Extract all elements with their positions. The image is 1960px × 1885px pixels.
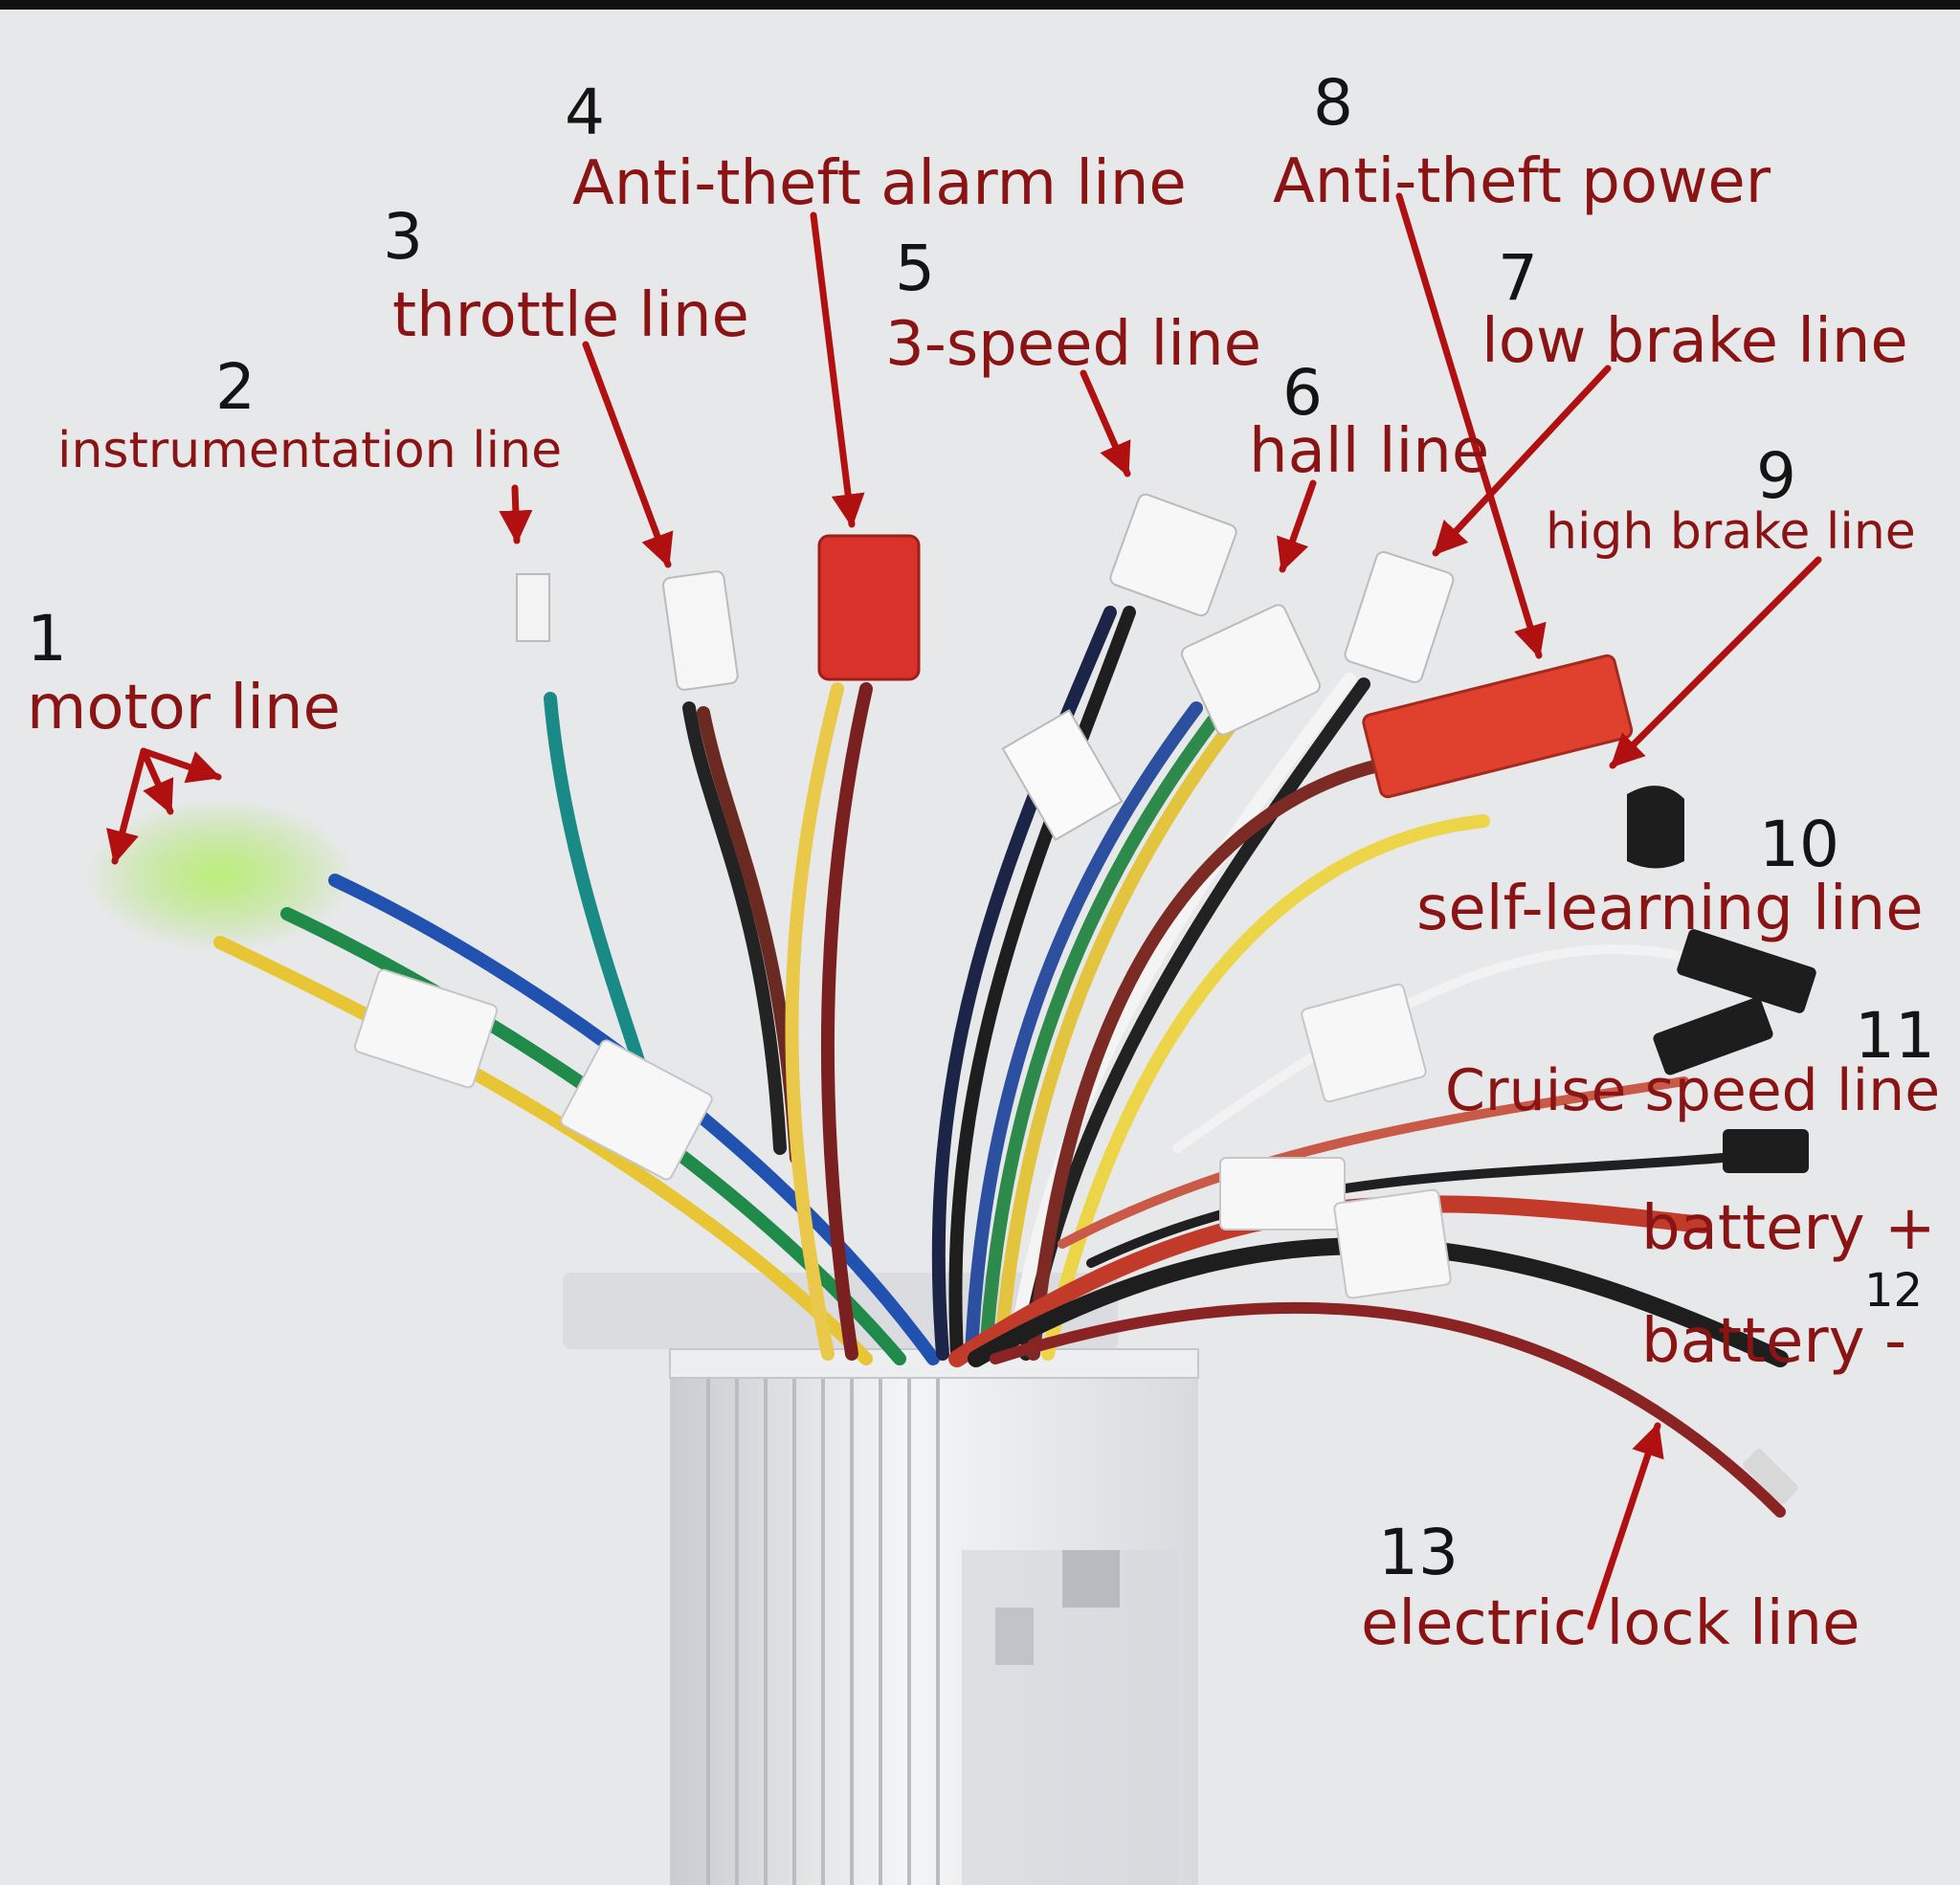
label-anti-theft-power: Anti-theft power (1273, 146, 1771, 217)
label-cruise-speed-line: Cruise speed line (1445, 1057, 1941, 1124)
connector-black-plug (1723, 1129, 1809, 1173)
wire-cruise-red (1058, 1076, 1689, 1249)
connector-instrumentation (516, 573, 550, 642)
wire-hall-yellow (993, 721, 1236, 1361)
wire-hall-blue (965, 701, 1203, 1361)
arrow-antitheft-power (1395, 192, 1547, 659)
part-number-10: 10 (1759, 808, 1839, 881)
arrow-hall (1277, 479, 1317, 573)
label-anti-theft-alarm-line: Anti-theft alarm line (572, 148, 1187, 219)
label-instrumentation-line: instrumentation line (57, 422, 563, 479)
arrow-highbrake (1609, 556, 1822, 769)
part-number-9: 9 (1756, 439, 1796, 513)
label-self-learning-line: self-learning line (1416, 874, 1924, 944)
connectors (516, 493, 1816, 1504)
arrow-electric-lock (1587, 1422, 1664, 1630)
part-number-11: 11 (1855, 999, 1935, 1073)
annotation-arrows (106, 192, 1822, 1630)
label-high-brake-line: high brake line (1546, 503, 1916, 561)
wire-cruise-black (1086, 1153, 1727, 1268)
connector-selflearning-cap (1627, 786, 1684, 869)
connector-hall (1181, 604, 1321, 736)
arrow-3speed (1080, 369, 1131, 477)
wire-motor-yellow (213, 936, 873, 1365)
connector-3speed-label (1001, 709, 1124, 841)
part-number-3: 3 (383, 200, 423, 274)
wire-alarm-yellow (785, 682, 844, 1361)
label-low-brake-line: low brake line (1481, 306, 1908, 377)
connector-antitheft-power (1362, 654, 1634, 799)
top-border (0, 0, 1960, 10)
part-number-8: 8 (1313, 66, 1353, 140)
wire-3speed-black (948, 606, 1136, 1361)
label-battery-plus: battery + (1641, 1193, 1936, 1264)
arrow-alarm (810, 211, 865, 528)
connector-throttle (661, 570, 739, 691)
part-number-12: 12 (1864, 1264, 1924, 1318)
heatsink-fins (706, 1368, 940, 1885)
label-throttle-line: throttle line (392, 280, 749, 351)
label-3-speed-line: 3-speed line (885, 309, 1261, 380)
part-number-13: 13 (1378, 1516, 1459, 1589)
label-hall-line: hall line (1249, 416, 1490, 487)
arrow-motor-1 (106, 747, 147, 865)
label-motor-line: motor line (27, 673, 341, 743)
wire-power-brown (1027, 759, 1385, 1361)
wire-electric-lock (990, 1301, 1786, 1518)
arrow-lowbrake (1432, 365, 1612, 557)
part-number-1: 1 (27, 602, 67, 676)
connector-cruise (1677, 929, 1816, 1013)
wire-cruise-white (1172, 944, 1689, 1153)
connector-cruise-2 (1653, 997, 1773, 1076)
wire-alarm-red (820, 682, 873, 1361)
wire-lowbrake-white (1008, 673, 1356, 1361)
connector-lowbrake (1344, 551, 1455, 683)
part-number-6: 6 (1282, 356, 1323, 430)
arrow-throttle (582, 341, 674, 568)
label-battery-minus: battery - (1641, 1306, 1907, 1377)
label-electric-lock-line: electric lock line (1361, 1588, 1860, 1659)
arrow-motor-2 (140, 747, 174, 815)
connector-alarm (817, 534, 921, 681)
controller-box (563, 1273, 1199, 1885)
part-number-4: 4 (565, 76, 605, 149)
arrow-instrumentation (499, 484, 533, 544)
wire-throttle-black (682, 701, 787, 1155)
connector-3speed (1109, 493, 1237, 617)
wire-hall-green (979, 711, 1222, 1361)
part-number-5: 5 (895, 232, 935, 305)
terminal-electric-lock (1743, 1449, 1798, 1504)
wire-tags (353, 968, 1452, 1299)
arrow-motor-3 (140, 747, 222, 784)
wire-selflearning-yellow (1041, 814, 1490, 1361)
part-number-7: 7 (1498, 241, 1538, 315)
part-number-2: 2 (215, 350, 256, 424)
